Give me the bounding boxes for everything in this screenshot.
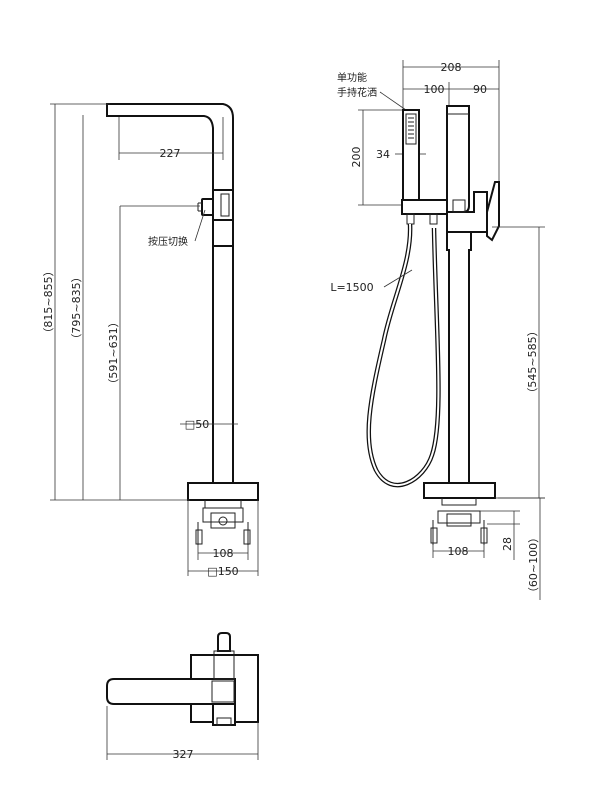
pressure-switch-label: 按压切换 [148, 235, 188, 248]
plan-diverter [212, 703, 236, 726]
hose-length-label: L=1500 [330, 281, 373, 294]
diverter-knob [201, 198, 214, 216]
base-plate [187, 482, 259, 501]
plan-spout [106, 678, 236, 705]
dim-815-855: （815~855） [42, 265, 55, 338]
dim-795-835: （795~835） [70, 271, 83, 344]
dim-108-right: 108 [448, 545, 469, 558]
side-mounting-bracket [430, 510, 488, 545]
dim-591-631: （591~631） [107, 316, 120, 389]
dim-sq50: □50 [185, 418, 209, 431]
dim-90: 90 [473, 83, 487, 96]
side-column [446, 231, 472, 484]
dim-545-585: （545~585） [526, 325, 539, 398]
dim-28: 28 [501, 537, 514, 551]
hand-shower-label-1: 单功能 [337, 71, 367, 84]
front-view: 227 按压切换 （815~855） （795~835） （591~631） □… [42, 103, 259, 578]
valve-window [220, 193, 230, 217]
dim-208: 208 [441, 61, 462, 74]
dim-227: 227 [160, 147, 181, 160]
dim-100: 100 [424, 83, 445, 96]
dim-327: 327 [173, 748, 194, 761]
dim-60-100: （60~100） [527, 532, 540, 598]
dim-108-left: 108 [213, 547, 234, 560]
dim-34: 34 [376, 148, 390, 161]
hand-shower-label-2: 手持花洒 [337, 86, 377, 99]
column [212, 219, 234, 484]
dim-sq150: □150 [207, 565, 238, 578]
mounting-bracket [195, 500, 251, 545]
hand-shower [402, 109, 420, 201]
shower-holder [401, 199, 448, 215]
plan-view: 327 [106, 632, 259, 761]
plan-lever [217, 632, 231, 652]
side-lever [486, 181, 500, 242]
side-spout-body [446, 105, 470, 213]
hose [366, 223, 441, 488]
side-view: 208 100 90 单功能 手持花洒 200 34 [330, 60, 545, 600]
dim-200: 200 [350, 147, 363, 168]
side-base-plate [423, 482, 496, 499]
